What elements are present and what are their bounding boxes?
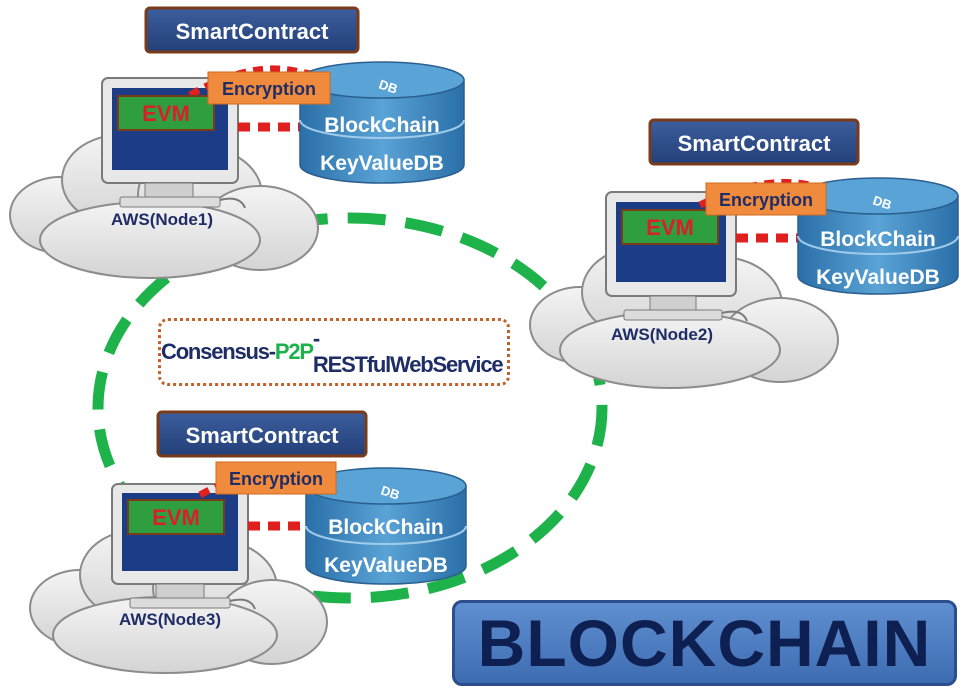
db-cylinder (305, 467, 467, 585)
consensus-text-p2p: P2P (274, 339, 314, 364)
encryption-label: Encryption (229, 469, 323, 489)
db-tag: DB (377, 77, 399, 97)
db-label-blockchain: BlockChain (328, 516, 444, 539)
consensus-ring (92, 212, 608, 604)
db-label-keyvaluedb: KeyValueDB (320, 152, 444, 175)
evm-label: EVM (646, 215, 694, 240)
db-label-blockchain: BlockChain (324, 114, 440, 137)
smartcontract-box (156, 410, 368, 458)
evm-label: EVM (152, 505, 200, 530)
blockchain-title-text: BLOCKCHAIN (477, 606, 932, 680)
db-label-keyvaluedb: KeyValueDB (816, 266, 940, 289)
node-2: DB BlockChain KeyValueDB EVM SmartContra… (529, 118, 959, 389)
db-cylinder (299, 61, 465, 184)
blockchain-title: BLOCKCHAIN (452, 600, 957, 686)
smartcontract-box (648, 118, 860, 166)
smartcontract-label: SmartContract (176, 19, 329, 44)
node-1: DB BlockChain KeyValueDB EVM SmartContra… (9, 6, 465, 279)
encryption-box (207, 71, 331, 105)
consensus-text-part1: Consensus- (161, 339, 276, 364)
evm-label: EVM (142, 101, 190, 126)
node-label: AWS(Node3) (119, 610, 221, 629)
encryption-box (215, 461, 337, 495)
db-tag: DB (379, 483, 401, 503)
evm-box (117, 95, 215, 131)
encryption-label: Encryption (719, 190, 813, 210)
smartcontract-label: SmartContract (678, 131, 831, 156)
node-label: AWS(Node1) (111, 210, 213, 229)
consensus-text-part3: -RESTfulWebService (312, 326, 504, 377)
db-tag: DB (871, 193, 893, 213)
evm-box (621, 209, 719, 245)
consensus-label-box: Consensus-P2P-RESTfulWebService (158, 318, 510, 386)
encryption-box (705, 182, 827, 216)
encryption-label: Encryption (222, 79, 316, 99)
node-3: DB BlockChain KeyValueDB EVM SmartContra… (29, 410, 467, 674)
db-cylinder (797, 177, 959, 295)
db-label-keyvaluedb: KeyValueDB (324, 554, 448, 577)
db-label-blockchain: BlockChain (820, 228, 936, 251)
smartcontract-box (144, 6, 360, 54)
smartcontract-label: SmartContract (186, 423, 339, 448)
node-label: AWS(Node2) (611, 325, 713, 344)
evm-box (127, 499, 225, 535)
